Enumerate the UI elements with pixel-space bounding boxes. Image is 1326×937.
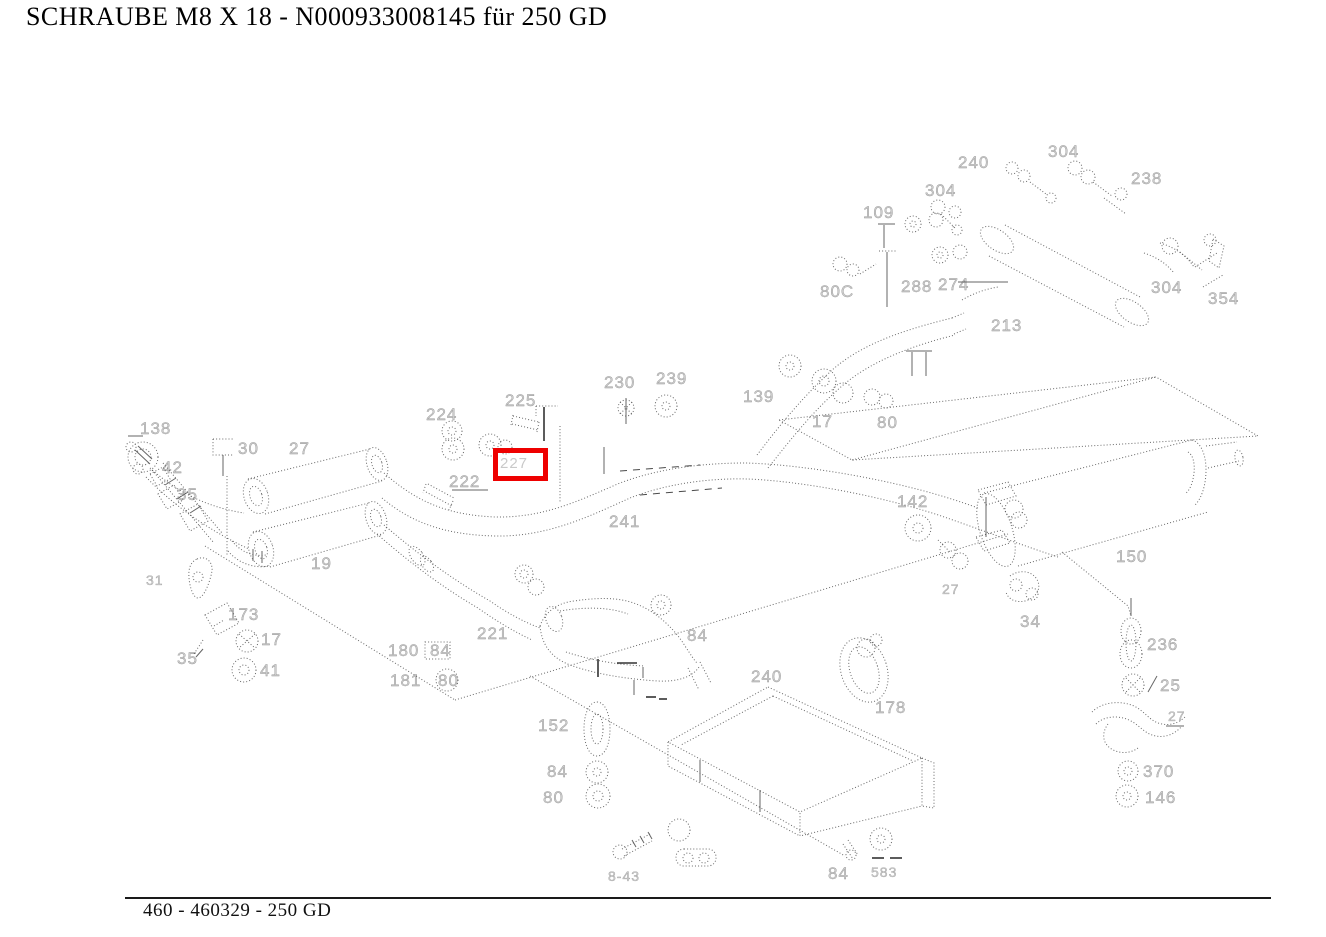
svg-text:17: 17 — [812, 412, 833, 431]
svg-text:225: 225 — [505, 391, 536, 410]
svg-text:30: 30 — [238, 439, 259, 458]
svg-text:150: 150 — [1116, 547, 1147, 566]
svg-text:19: 19 — [311, 554, 332, 573]
svg-text:240: 240 — [958, 153, 989, 172]
svg-text:35: 35 — [177, 649, 198, 668]
svg-text:84: 84 — [547, 762, 568, 781]
svg-text:288: 288 — [901, 277, 932, 296]
svg-text:241: 241 — [609, 512, 640, 531]
svg-text:27: 27 — [289, 439, 310, 458]
svg-text:274: 274 — [938, 275, 969, 294]
svg-text:80C: 80C — [820, 282, 854, 301]
svg-text:80: 80 — [543, 788, 564, 807]
svg-text:304: 304 — [1151, 278, 1182, 297]
svg-text:142: 142 — [897, 492, 928, 511]
svg-text:304: 304 — [1048, 142, 1079, 161]
svg-text:80: 80 — [877, 413, 898, 432]
svg-text:109: 109 — [863, 203, 894, 222]
svg-text:146: 146 — [1145, 788, 1176, 807]
svg-text:42: 42 — [162, 458, 183, 477]
svg-text:138: 138 — [140, 419, 171, 438]
svg-text:27: 27 — [942, 581, 960, 597]
svg-text:8-43: 8-43 — [608, 868, 640, 884]
svg-text:178: 178 — [875, 698, 906, 717]
svg-text:173: 173 — [228, 605, 259, 624]
svg-text:583: 583 — [871, 864, 897, 880]
svg-text:230: 230 — [604, 373, 635, 392]
svg-text:152: 152 — [538, 716, 569, 735]
svg-text:84: 84 — [687, 626, 708, 645]
svg-text:25: 25 — [1160, 676, 1181, 695]
svg-text:41: 41 — [260, 661, 281, 680]
svg-text:180: 180 — [388, 641, 419, 660]
svg-text:238: 238 — [1131, 169, 1162, 188]
svg-text:181: 181 — [390, 671, 421, 690]
svg-text:224: 224 — [426, 405, 457, 424]
svg-text:221: 221 — [477, 624, 508, 643]
svg-text:236: 236 — [1147, 635, 1178, 654]
svg-text:84: 84 — [430, 641, 451, 660]
svg-text:84: 84 — [828, 864, 849, 883]
svg-text:17: 17 — [261, 630, 282, 649]
svg-text:354: 354 — [1208, 289, 1239, 308]
svg-text:370: 370 — [1143, 762, 1174, 781]
svg-text:304: 304 — [925, 181, 956, 200]
svg-text:222: 222 — [449, 472, 480, 491]
svg-text:27: 27 — [1168, 708, 1186, 724]
svg-text:80: 80 — [438, 671, 459, 690]
svg-text:240: 240 — [751, 667, 782, 686]
svg-text:213: 213 — [991, 316, 1022, 335]
svg-text:139: 139 — [743, 387, 774, 406]
svg-text:34: 34 — [1020, 612, 1041, 631]
svg-text:239: 239 — [656, 369, 687, 388]
svg-text:31: 31 — [146, 572, 164, 588]
